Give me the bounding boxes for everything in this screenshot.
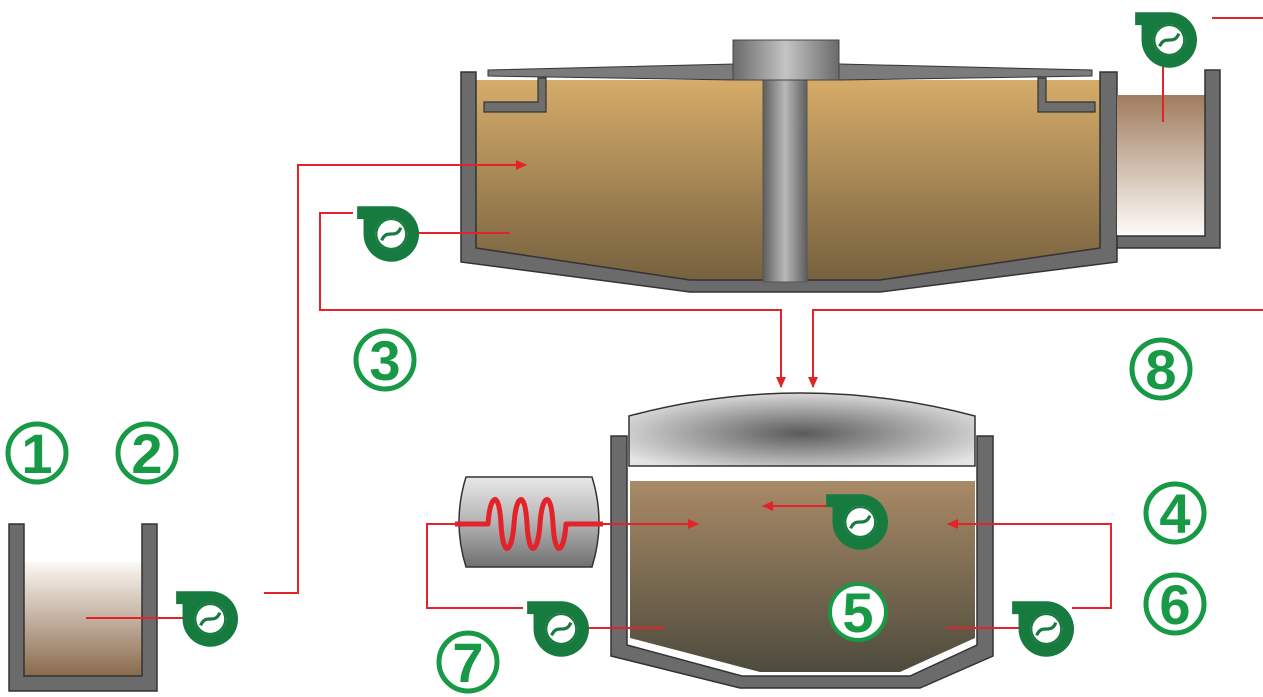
step-number-2: 2 [131, 422, 162, 485]
step-badge-1: 1 [5, 421, 69, 485]
clarifier-shaft [762, 77, 808, 283]
recirculation-pump-icon [1010, 599, 1074, 659]
feed-pump-icon [174, 589, 238, 649]
step-badge-4: 4 [1143, 481, 1207, 545]
recirculation-return-pipe [947, 519, 1112, 609]
feed-tank [8, 523, 158, 692]
feed-tank-wall [8, 523, 158, 692]
step-labels: 1 2 3 4 5 6 7 8 [5, 328, 1207, 694]
step-number-1: 1 [21, 422, 52, 485]
step-badge-8: 8 [1129, 337, 1193, 401]
clarifier-weir-left [483, 77, 547, 113]
step-number-3: 3 [369, 329, 400, 392]
step-number-6: 6 [1159, 573, 1190, 636]
effluent-chamber [1116, 69, 1221, 249]
sludge-draw-pump-icon [355, 204, 419, 264]
clarifier-drive-hub [732, 39, 840, 81]
effluent-pump-icon [1133, 10, 1197, 70]
digester-gas-dome [628, 392, 976, 467]
digester-tank [610, 392, 994, 689]
heating-pump-icon [525, 599, 589, 659]
step-badge-3: 3 [353, 328, 417, 392]
heat-exchanger [455, 476, 603, 568]
digester-sludge [630, 481, 975, 672]
pipes [86, 17, 1263, 629]
clarifier-sludge-to-digester-pipe [319, 212, 786, 388]
digester-wall [610, 435, 994, 689]
feed-to-clarifier-pipe [264, 160, 527, 594]
clarifier-tank [460, 39, 1118, 293]
clarifier-wall [460, 71, 1118, 293]
return-to-digester-pipe [808, 309, 1263, 388]
step-badge-5: 5 [828, 581, 888, 644]
step-badge-2: 2 [115, 421, 179, 485]
step-badge-6: 6 [1143, 572, 1207, 636]
step-number-8: 8 [1145, 338, 1176, 401]
step-badge-7: 7 [436, 630, 500, 694]
effluent-wall [1116, 69, 1221, 249]
heating-loop-return-pipe [426, 523, 523, 609]
step-number-7: 7 [452, 631, 483, 694]
clarifier-weir-right [1037, 77, 1096, 113]
heat-exchanger-coil [455, 497, 603, 551]
step-number-4: 4 [1159, 482, 1190, 545]
step-number-5: 5 [842, 581, 873, 644]
